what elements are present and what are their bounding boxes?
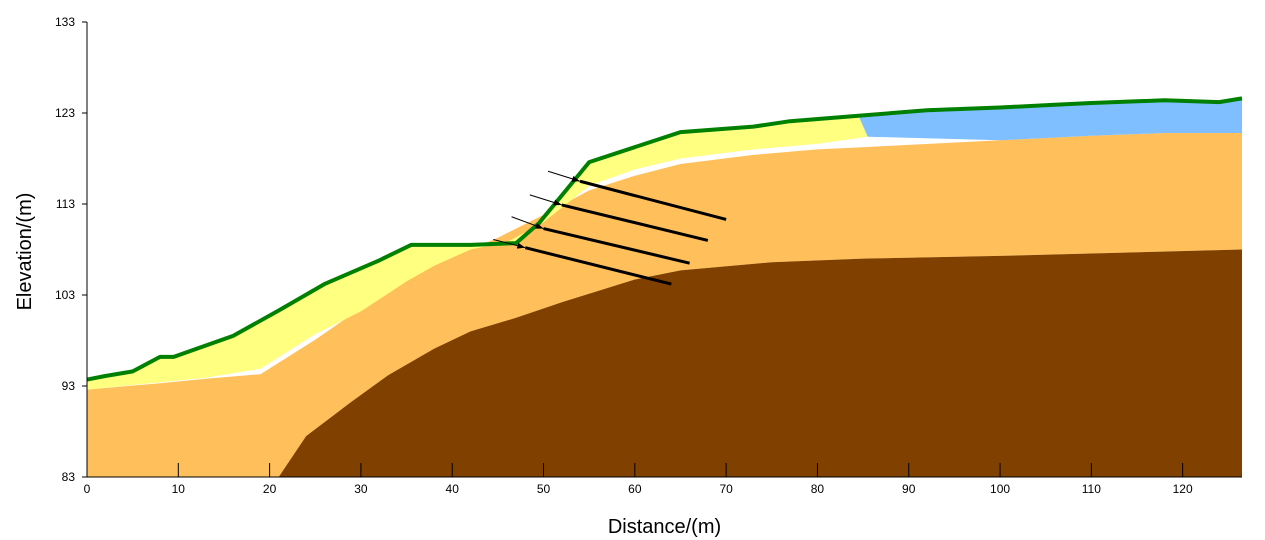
anchor-arrow-2: [529, 194, 562, 206]
x-tick-label: 20: [263, 482, 277, 496]
soil-layers: [87, 98, 1242, 477]
anchor-bar-2: [561, 203, 709, 242]
x-tick-label: 50: [537, 482, 551, 496]
anchor-arrow-1: [547, 170, 581, 182]
y-axis-title: Elevation/(m): [14, 193, 36, 311]
layer-middle-layer: [87, 133, 1242, 477]
x-tick-label: 30: [354, 482, 368, 496]
x-tick-label: 120: [1173, 482, 1193, 496]
ground-surface-line: [86, 96, 1243, 382]
axes: 0 10 20 30 40 50 60 70 80 90 100 110 120 83 93 103 113 12…: [55, 15, 1242, 496]
x-tick-label: 40: [446, 482, 460, 496]
layer-water: [858, 98, 1242, 141]
y-tick-label: 83: [62, 470, 76, 484]
x-tick-label: 90: [902, 482, 916, 496]
y-tick-label: 103: [55, 288, 75, 302]
x-tick-label: 0: [84, 482, 91, 496]
anchor-bar-4: [524, 246, 672, 286]
x-tick-label: 80: [811, 482, 825, 496]
x-tick-label: 110: [1082, 482, 1101, 496]
y-tick-label: 113: [56, 197, 75, 211]
x-tick-label: 100: [990, 482, 1010, 496]
y-tick-label: 93: [62, 379, 76, 393]
x-tick-label: 70: [719, 482, 733, 496]
layer-top-layer: [87, 115, 868, 390]
x-tick-label: 10: [172, 482, 186, 496]
ground-surface: [86, 96, 1243, 382]
anchor-bar-3: [543, 227, 690, 265]
anchors: [493, 170, 727, 286]
x-axis-title: Distance/(m): [608, 516, 721, 538]
anchor-bar-1: [579, 179, 727, 221]
anchor-arrow-3: [511, 216, 544, 230]
y-tick-label: 123: [55, 106, 75, 120]
x-tick-label: 60: [628, 482, 642, 496]
anchor-arrow-4: [493, 239, 526, 249]
y-tick-label: 133: [55, 15, 75, 29]
layer-bedrock: [278, 249, 1242, 477]
